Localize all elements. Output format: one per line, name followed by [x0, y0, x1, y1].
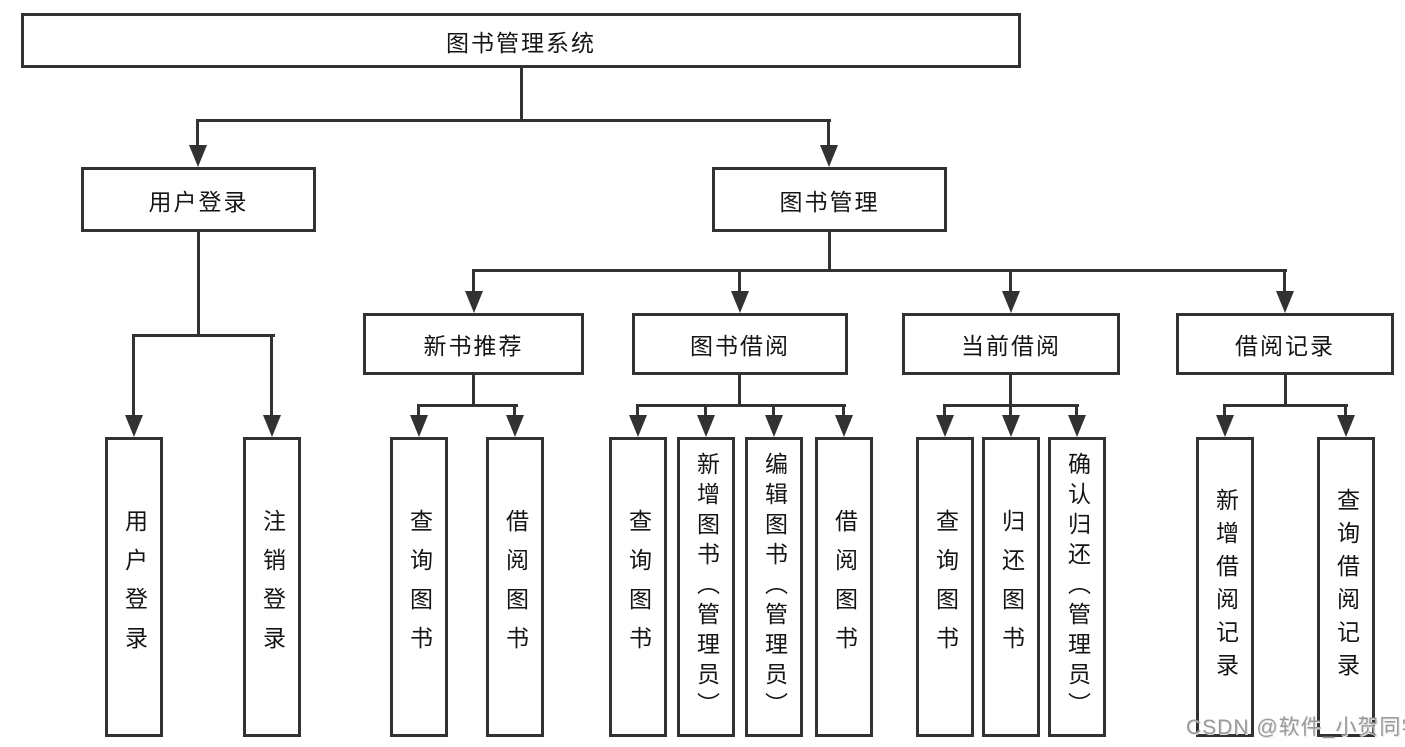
arrow-down-leaf-user-login [125, 415, 143, 437]
leaf-return-book: 归还图书 [982, 437, 1040, 737]
arrow-down-book-borrow [731, 291, 749, 313]
arrow-down-confirm-return-admin [1068, 415, 1086, 437]
connector-records-split [1224, 404, 1348, 407]
watermark: CSDN @软件_小贺同学 [1186, 716, 1405, 739]
leaf-borrow-books-recommend: 借阅图书 [486, 437, 544, 737]
arrow-down-query-books-current [936, 415, 954, 437]
leaf-query-books-current-label: 查询图书 [932, 509, 959, 665]
leaf-query-borrow-record-label: 查询借阅记录 [1333, 488, 1360, 686]
connector-records-drop-1 [1223, 404, 1226, 418]
arrow-down-query-books-recommend [410, 415, 428, 437]
node-book-management: 图书管理 [712, 167, 947, 232]
node-book-management-label: 图书管理 [779, 188, 880, 215]
connector-mgmt-drop-3 [1009, 269, 1012, 295]
connector-current-drop-2 [1009, 404, 1012, 418]
node-borrow-records: 借阅记录 [1176, 313, 1394, 375]
leaf-logout-login: 注销登录 [243, 437, 301, 737]
arrow-down-add-book-admin [697, 415, 715, 437]
leaf-borrow-books-recommend-label: 借阅图书 [502, 509, 529, 665]
leaf-confirm-return-admin: 确认归还（管理员） [1048, 437, 1106, 737]
leaf-query-books-borrow-label: 查询图书 [625, 509, 652, 665]
arrow-down-borrow-books-borrow [835, 415, 853, 437]
leaf-add-book-admin-label: 新增图书（管理员） [693, 452, 720, 722]
node-book-borrow-label: 图书借阅 [690, 333, 790, 359]
arrow-down-current-borrow [1002, 291, 1020, 313]
connector-mgmt-split [473, 269, 1287, 272]
connector-borrow-stem [738, 373, 741, 406]
leaf-query-borrow-record: 查询借阅记录 [1317, 437, 1375, 737]
connector-borrow-split [637, 404, 846, 407]
arrow-down-user-login [189, 145, 207, 167]
connector-recommend-stem [472, 373, 475, 406]
arrow-down-return-book [1002, 415, 1020, 437]
connector-root-split [197, 119, 831, 122]
arrow-down-leaf-logout [263, 415, 281, 437]
arrow-down-query-books-borrow [629, 415, 647, 437]
leaf-add-borrow-record: 新增借阅记录 [1196, 437, 1254, 737]
leaf-borrow-books-borrow-label: 借阅图书 [831, 509, 858, 665]
node-current-borrow: 当前借阅 [902, 313, 1120, 375]
leaf-query-books-recommend: 查询图书 [390, 437, 448, 737]
leaf-edit-book-admin-label: 编辑图书（管理员） [761, 452, 788, 722]
node-user-login: 用户登录 [81, 167, 316, 232]
arrow-down-edit-book-admin [765, 415, 783, 437]
node-root: 图书管理系统 [21, 13, 1021, 68]
node-user-login-label: 用户登录 [148, 188, 249, 215]
leaf-return-book-label: 归还图书 [998, 509, 1025, 665]
connector-mgmt-drop-4 [1283, 269, 1286, 295]
connector-login-drop-2 [270, 334, 273, 418]
node-current-borrow-label: 当前借阅 [961, 333, 1061, 359]
leaf-user-login-label: 用户登录 [121, 509, 148, 665]
connector-root-drop-right [827, 119, 830, 149]
leaf-query-books-current: 查询图书 [916, 437, 974, 737]
arrow-down-borrow-books-recommend [506, 415, 524, 437]
connector-current-stem [1009, 373, 1012, 406]
leaf-edit-book-admin: 编辑图书（管理员） [745, 437, 803, 737]
leaf-logout-login-label: 注销登录 [259, 509, 286, 665]
connector-login-split [133, 334, 275, 337]
arrow-down-new-book-recommend [465, 291, 483, 313]
connector-login-stem [197, 230, 200, 336]
node-book-borrow: 图书借阅 [632, 313, 848, 375]
connector-records-drop-2 [1344, 404, 1347, 418]
connector-recommend-split [418, 404, 518, 407]
node-root-label: 图书管理系统 [446, 29, 596, 56]
node-new-book-recommend-label: 新书推荐 [423, 333, 524, 359]
arrow-down-add-borrow-record [1216, 415, 1234, 437]
leaf-query-books-recommend-label: 查询图书 [406, 509, 433, 665]
connector-root-drop-left [196, 119, 199, 149]
connector-mgmt-drop-1 [472, 269, 475, 295]
connector-borrow-drop-3 [772, 404, 775, 418]
connector-borrow-drop-1 [636, 404, 639, 418]
connector-recommend-drop-2 [513, 404, 516, 418]
leaf-borrow-books-borrow: 借阅图书 [815, 437, 873, 737]
arrow-down-book-management [820, 145, 838, 167]
node-borrow-records-label: 借阅记录 [1235, 333, 1335, 359]
arrow-down-borrow-records [1276, 291, 1294, 313]
leaf-add-borrow-record-label: 新增借阅记录 [1212, 488, 1239, 686]
node-new-book-recommend: 新书推荐 [363, 313, 584, 375]
leaf-query-books-borrow: 查询图书 [609, 437, 667, 737]
leaf-confirm-return-admin-label: 确认归还（管理员） [1064, 452, 1091, 722]
connector-borrow-drop-4 [842, 404, 845, 418]
connector-current-drop-1 [943, 404, 946, 418]
leaf-add-book-admin: 新增图书（管理员） [677, 437, 735, 737]
connector-mgmt-stem [828, 230, 831, 272]
connector-recommend-drop-1 [417, 404, 420, 418]
connector-login-drop-1 [132, 334, 135, 418]
connector-borrow-drop-2 [704, 404, 707, 418]
leaf-user-login: 用户登录 [105, 437, 163, 737]
connector-records-stem [1284, 373, 1287, 406]
connector-current-drop-3 [1075, 404, 1078, 418]
arrow-down-query-borrow-record [1337, 415, 1355, 437]
connector-mgmt-drop-2 [738, 269, 741, 295]
connector-root-stem [520, 66, 523, 122]
